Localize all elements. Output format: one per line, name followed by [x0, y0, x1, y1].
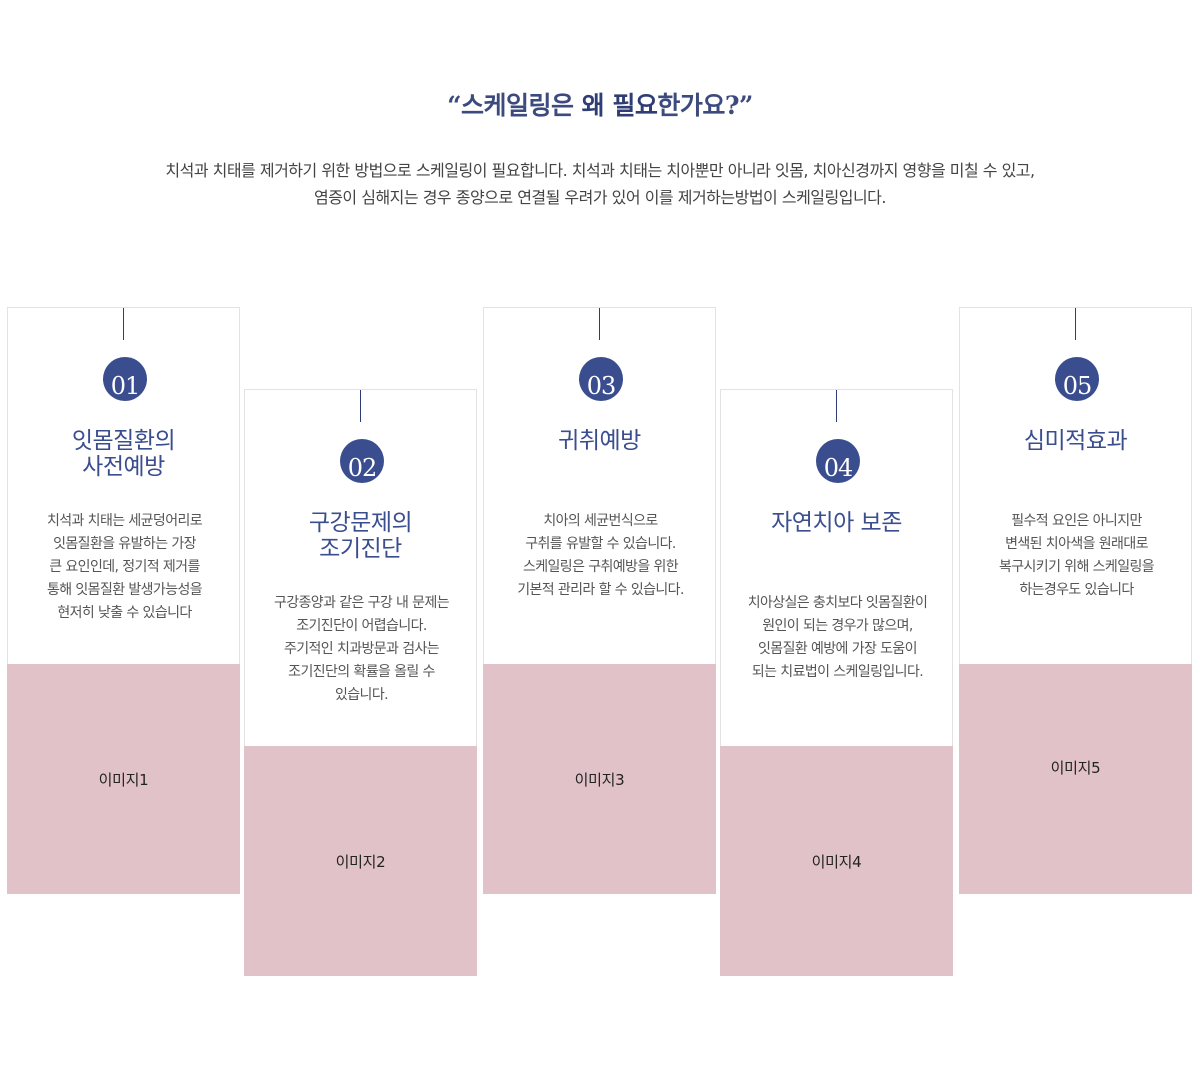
- card-title: 자연치아 보존: [771, 510, 902, 536]
- connector-line: [1075, 308, 1076, 340]
- heading-emphasis: 왜 필요: [581, 91, 658, 120]
- step-number-badge: 05: [1055, 357, 1099, 401]
- benefit-card-3: 03 귀취예방 치아의 세균번식으로 구취를 유발할 수 있습니다. 스케일링은…: [483, 307, 716, 894]
- connector-line: [123, 308, 124, 340]
- connector-line: [836, 390, 837, 422]
- step-number-badge: 04: [816, 439, 860, 483]
- step-number-badge: 02: [340, 439, 384, 483]
- image-label: 이미지3: [574, 770, 625, 789]
- card-image-placeholder: 이미지3: [483, 664, 716, 894]
- card-title: 잇몸질환의 사전예방: [71, 428, 176, 480]
- card-description: 구강종양과 같은 구강 내 문제는 조기진단이 어렵습니다. 주기적인 치과방문…: [273, 595, 450, 703]
- card-title: 심미적효과: [1023, 428, 1128, 454]
- card-image-placeholder: 이미지1: [7, 664, 240, 894]
- heading-close: 한가요?”: [657, 91, 753, 120]
- card-title: 귀취예방: [558, 428, 641, 454]
- image-label: 이미지1: [98, 770, 149, 789]
- intro-line-2: 염증이 심해지는 경우 종양으로 연결될 우려가 있어 이를 제거하는방법이 스…: [313, 188, 887, 207]
- step-number-badge: 01: [103, 357, 147, 401]
- image-label: 이미지4: [811, 852, 862, 871]
- section-heading: “스케일링은 왜 필요한가요?”: [0, 86, 1200, 122]
- heading-open: “스케일링은: [447, 91, 582, 120]
- card-title: 구강문제의 조기진단: [308, 510, 413, 562]
- benefit-card-1: 01 잇몸질환의 사전예방 치석과 치태는 세균덩어리로 잇몸질환을 유발하는 …: [7, 307, 240, 894]
- card-description: 치아상실은 충치보다 잇몸질환이 원인이 되는 경우가 많으며, 잇몸질환 예방…: [747, 595, 928, 680]
- intro-line-1: 치석과 치태를 제거하기 위한 방법으로 스케일링이 필요합니다. 치석과 치태…: [165, 161, 1035, 180]
- intro-paragraph: 치석과 치태를 제거하기 위한 방법으로 스케일링이 필요합니다. 치석과 치태…: [0, 157, 1200, 211]
- benefit-card-5: 05 심미적효과 필수적 요인은 아니지만 변색된 치아색을 원래대로 복구시키…: [959, 307, 1192, 894]
- benefit-card-4: 04 자연치아 보존 치아상실은 충치보다 잇몸질환이 원인이 되는 경우가 많…: [720, 389, 953, 976]
- benefit-card-2: 02 구강문제의 조기진단 구강종양과 같은 구강 내 문제는 조기진단이 어렵…: [244, 389, 477, 976]
- card-description: 치아의 세균번식으로 구취를 유발할 수 있습니다. 스케일링은 구취예방을 위…: [517, 513, 684, 598]
- card-image-placeholder: 이미지2: [244, 746, 477, 976]
- step-number-badge: 03: [579, 357, 623, 401]
- image-label: 이미지5: [1050, 759, 1101, 777]
- card-image-placeholder: 이미지4: [720, 746, 953, 976]
- connector-line: [599, 308, 600, 340]
- card-image-placeholder: 이미지5: [959, 664, 1192, 894]
- card-description: 필수적 요인은 아니지만 변색된 치아색을 원래대로 복구시키기 위해 스케일링…: [998, 513, 1155, 598]
- image-label: 이미지2: [335, 852, 386, 871]
- connector-line: [360, 390, 361, 422]
- card-description: 치석과 치태는 세균덩어리로 잇몸질환을 유발하는 가장 큰 요인인데, 정기적…: [46, 513, 203, 621]
